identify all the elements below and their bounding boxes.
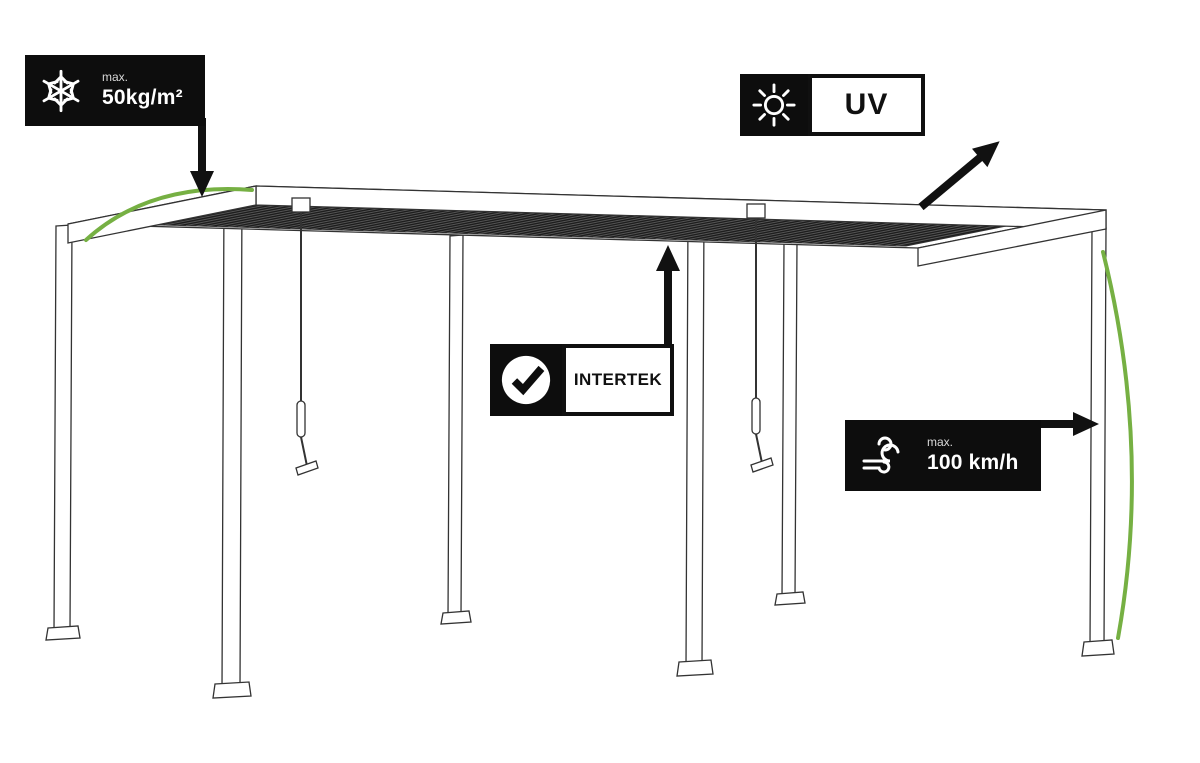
arrow-uv — [918, 141, 1000, 211]
green-arc-right-post — [1101, 250, 1134, 640]
green-arc-roof-corner — [84, 187, 254, 242]
uv-badge: UV — [740, 74, 925, 136]
snow-load-badge: max. 50kg/m² — [25, 55, 205, 126]
intertek-label: INTERTEK — [562, 344, 674, 416]
post-back-left — [45, 224, 81, 641]
post-front-left — [212, 191, 252, 699]
post-back-right — [774, 240, 806, 606]
post-front-middle — [676, 209, 714, 677]
crank-handle-right — [746, 203, 774, 473]
intertek-badge: INTERTEK — [490, 344, 674, 416]
sun-icon — [740, 74, 808, 136]
uv-label: UV — [808, 74, 925, 136]
snowflake-icon — [25, 55, 96, 126]
wind-icon — [845, 420, 921, 491]
post-front-right — [1081, 227, 1115, 657]
snow-load-prefix: max. — [102, 70, 129, 85]
wind-badge: max. 100 km/h — [845, 420, 1041, 491]
checkmark-icon — [490, 344, 562, 416]
snow-load-value: 50kg/m² — [102, 86, 183, 110]
roof-frame — [67, 185, 1107, 267]
post-back-middle — [440, 234, 472, 625]
crank-handle-left — [291, 197, 319, 476]
wind-value: 100 km/h — [927, 451, 1019, 475]
wind-prefix: max. — [927, 435, 954, 450]
